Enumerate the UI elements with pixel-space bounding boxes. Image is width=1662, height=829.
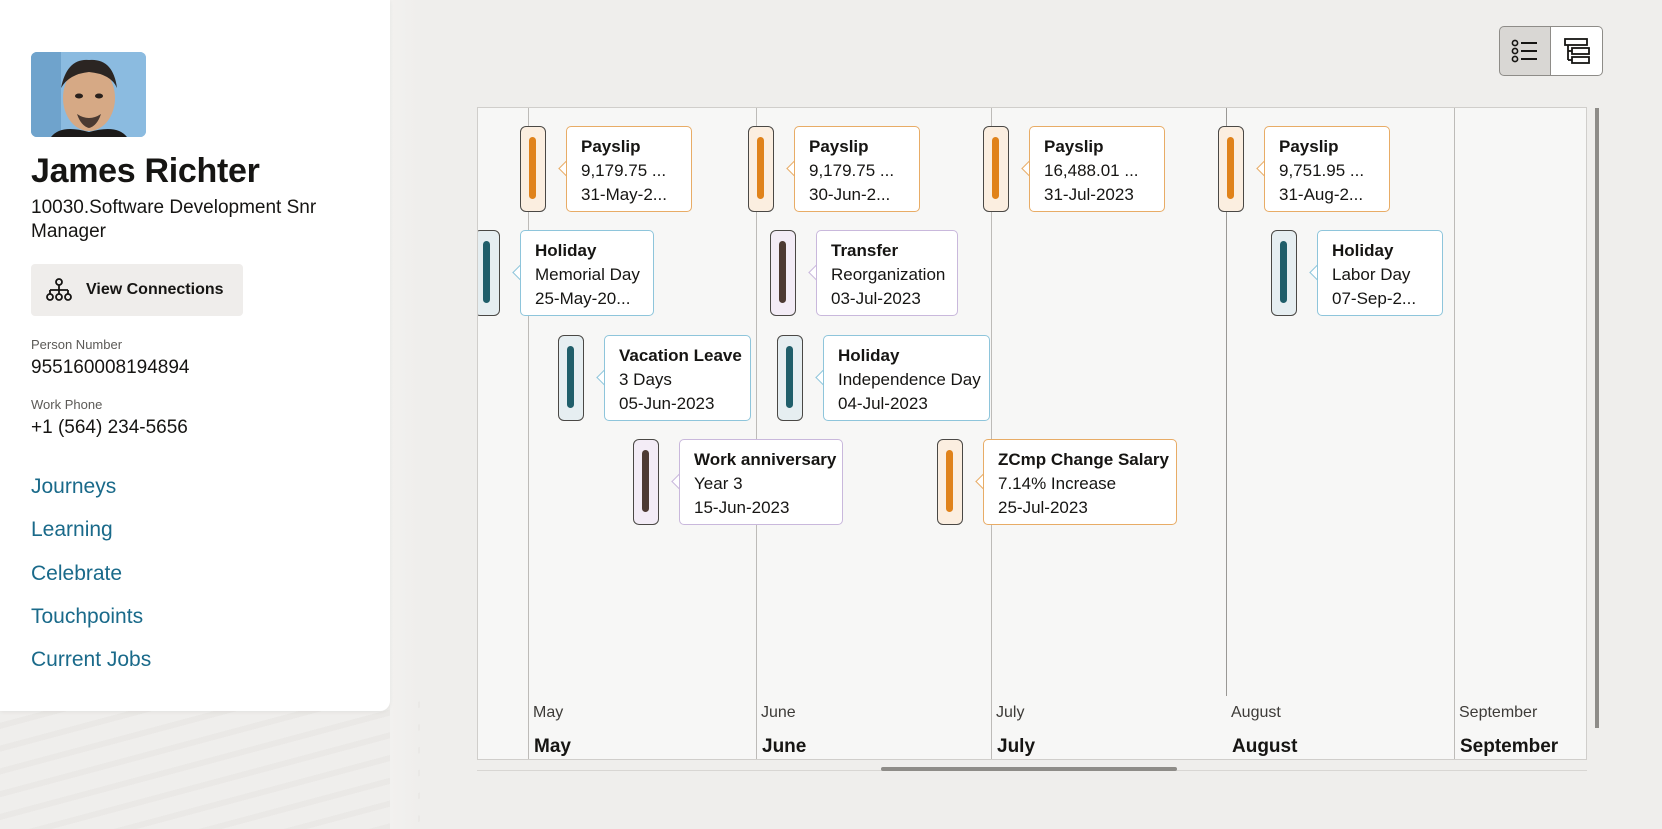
horizontal-scrollbar[interactable] [881,767,1177,771]
event-marker [633,439,659,525]
event-date: 31-Aug-2... [1279,185,1364,204]
profile-panel: James Richter 10030.Software Development… [0,0,390,711]
event-card[interactable]: Payslip 9,751.95 ... 31-Aug-2... [1264,126,1390,212]
month-label-small: September [1459,704,1538,721]
event-card[interactable]: Work anniversary Year 3 15-Jun-2023 [679,439,843,525]
event-date: 03-Jul-2023 [831,289,921,308]
event-detail: 9,179.75 ... [581,161,667,180]
event-marker [770,230,796,316]
event-detail: 3 Days [619,370,672,389]
event-title: Vacation Leave [619,346,742,365]
event-date: 31-Jul-2023 [1044,185,1134,204]
event-marker [558,335,584,421]
event-date: 30-Jun-2... [809,185,891,204]
event-detail: 16,488.01 ... [1044,161,1139,180]
event-card[interactable]: Transfer Reorganization 03-Jul-2023 [816,230,958,316]
event-date: 15-Jun-2023 [694,498,790,517]
person-number-label: Person Number [31,337,123,352]
event-title: Payslip [809,137,869,156]
event-marker [478,230,500,316]
event-marker [983,126,1009,212]
event-marker [1218,126,1244,212]
month-divider [756,108,757,759]
event-detail: Memorial Day [535,265,640,284]
work-phone-value: +1 (564) 234-5656 [31,417,188,438]
event-marker [937,439,963,525]
month-divider [1454,108,1455,759]
event-title: Holiday [1332,241,1394,260]
event-marker [520,126,546,212]
person-number-value: 955160008194894 [31,357,190,378]
event-detail: Reorganization [831,265,946,284]
org-chart-icon [46,278,72,301]
event-card[interactable]: ZCmp Change Salary 7.14% Increase 25-Jul… [983,439,1177,525]
event-title: Payslip [581,137,641,156]
event-detail: 7.14% Increase [998,474,1117,493]
vertical-scrollbar[interactable] [1595,108,1599,728]
month-label: May [534,736,571,757]
event-card[interactable]: Vacation Leave 3 Days 05-Jun-2023 [604,335,751,421]
month-label: September [1460,736,1559,757]
hierarchy-view-icon [1563,38,1590,64]
month-label: August [1232,736,1298,757]
nav-touchpoints[interactable]: Touchpoints [31,605,144,628]
event-detail: Year 3 [694,474,743,493]
event-detail: Labor Day [1332,265,1411,284]
month-label: June [762,736,807,757]
event-title: Transfer [831,241,899,260]
nav-journeys[interactable]: Journeys [31,475,117,498]
work-phone-label: Work Phone [31,397,103,412]
event-card[interactable]: Holiday Memorial Day 25-May-20... [520,230,654,316]
month-label-small: August [1231,704,1281,721]
job-title: 10030.Software Development Snr Manager [31,197,317,242]
event-title: Work anniversary [694,450,837,469]
event-detail: Independence Day [838,370,981,389]
profile-name: James Richter [31,152,260,190]
list-view-icon [1511,39,1537,63]
event-detail: 9,179.75 ... [809,161,895,180]
timeline[interactable]: May June July August September May June … [477,107,1587,760]
panel-divider [390,0,418,829]
list-view-button[interactable] [1499,26,1551,76]
nav-current-jobs[interactable]: Current Jobs [31,648,152,671]
hierarchy-view-button[interactable] [1551,26,1603,76]
event-marker [1271,230,1297,316]
event-title: Payslip [1279,137,1339,156]
event-marker [748,126,774,212]
month-label-small: June [761,704,796,721]
event-title: Holiday [838,346,900,365]
event-date: 25-Jul-2023 [998,498,1088,517]
month-divider [991,108,992,759]
event-date: 07-Sep-2... [1332,289,1417,308]
event-card[interactable]: Payslip 9,179.75 ... 30-Jun-2... [794,126,920,212]
view-connections-button[interactable]: View Connections [31,264,243,316]
event-title: ZCmp Change Salary [998,450,1169,469]
event-date: 31-May-2... [581,185,667,204]
month-label-small: May [533,704,564,721]
month-divider [1226,108,1227,696]
event-detail: 9,751.95 ... [1279,161,1365,180]
event-date: 04-Jul-2023 [838,394,928,413]
event-date: 25-May-20... [535,289,631,308]
event-title: Holiday [535,241,597,260]
view-connections-label: View Connections [86,281,224,298]
nav-celebrate[interactable]: Celebrate [31,562,123,585]
month-label: July [997,736,1036,757]
event-card[interactable]: Holiday Labor Day 07-Sep-2... [1317,230,1443,316]
nav-learning[interactable]: Learning [31,518,113,541]
event-card[interactable]: Payslip 9,179.75 ... 31-May-2... [566,126,692,212]
event-date: 05-Jun-2023 [619,394,715,413]
month-label-small: July [996,704,1025,721]
avatar [31,52,146,137]
month-divider [528,108,529,759]
event-marker [777,335,803,421]
event-title: Payslip [1044,137,1104,156]
event-card[interactable]: Holiday Independence Day 04-Jul-2023 [823,335,990,421]
event-card[interactable]: Payslip 16,488.01 ... 31-Jul-2023 [1029,126,1165,212]
background-pattern [0,700,420,829]
